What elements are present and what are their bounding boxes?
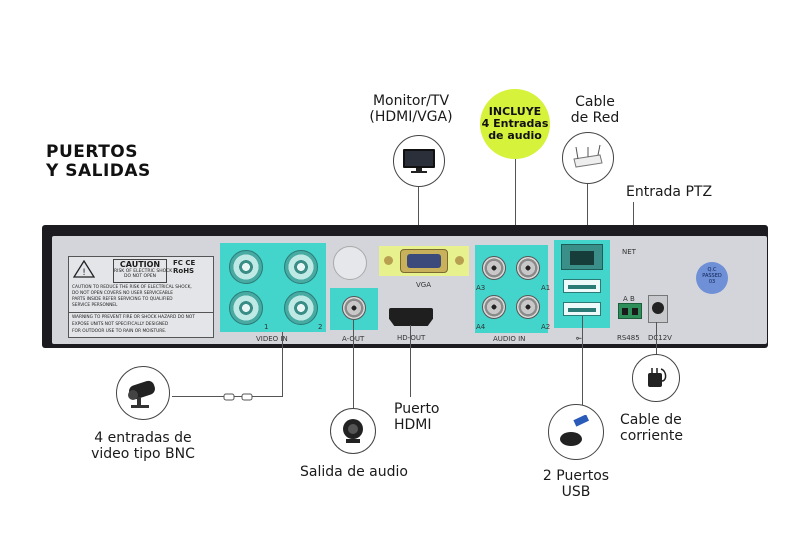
audio-num-a2: A2 bbox=[541, 323, 551, 331]
bnc-cable-icon bbox=[222, 390, 256, 402]
bnc-num-1: 1 bbox=[264, 323, 269, 331]
usb-mouse-icon bbox=[548, 404, 604, 460]
a-out-leader-line bbox=[353, 320, 354, 410]
audio-in-port-a2 bbox=[516, 295, 540, 319]
a-out-port bbox=[342, 296, 366, 320]
hdmi-port bbox=[389, 308, 433, 326]
audio-in-port-a3 bbox=[482, 256, 506, 280]
cable-red-leader-line bbox=[587, 184, 588, 244]
cert-marks: FC CE RoHS bbox=[173, 259, 196, 275]
hdmi-leader-line bbox=[410, 325, 411, 397]
dc-jack bbox=[648, 295, 668, 323]
blank-port bbox=[333, 246, 367, 280]
monitor-label: Monitor/TV (HDMI/VGA) bbox=[369, 93, 453, 125]
bnc-port-3 bbox=[229, 291, 263, 325]
vga-label: VGA bbox=[416, 281, 432, 289]
page-title: PUERTOS Y SALIDAS bbox=[46, 142, 151, 181]
usb-leader-line bbox=[582, 316, 583, 408]
bnc-port-1 bbox=[229, 250, 263, 284]
badge-leader-line bbox=[515, 159, 516, 245]
bnc-port-2 bbox=[284, 250, 318, 284]
power-adapter-icon bbox=[632, 354, 680, 402]
caution-body: CAUTION TO REDUCE THE RISK OF ELECTRICAL… bbox=[72, 285, 192, 308]
dc12v-label: DC12V bbox=[648, 334, 672, 342]
audio-in-port-a4 bbox=[482, 295, 506, 319]
rs485-label: RS485 bbox=[617, 334, 640, 342]
warning-body: WARNING TO PREVENT FIRE OR SHOCK HAZARD … bbox=[72, 315, 195, 334]
caution-title: CAUTION bbox=[119, 260, 161, 269]
video-bnc-label: 4 entradas de video tipo BNC bbox=[91, 430, 195, 462]
ab-marks: A B bbox=[623, 295, 635, 303]
router-icon bbox=[562, 132, 614, 184]
salida-audio-label: Salida de audio bbox=[300, 464, 408, 480]
puerto-hdmi-label: Puerto HDMI bbox=[394, 401, 440, 433]
monitor-leader-line bbox=[418, 187, 419, 237]
video-in-label: VIDEO IN bbox=[256, 335, 288, 343]
vga-screw-right bbox=[455, 256, 464, 265]
camera-icon bbox=[116, 366, 170, 420]
audio-num-a4: A4 bbox=[476, 323, 486, 331]
audio-in-label: AUDIO IN bbox=[493, 335, 526, 343]
rs485-terminal bbox=[618, 303, 642, 319]
ethernet-port bbox=[561, 244, 603, 270]
dc-leader-line bbox=[656, 322, 657, 356]
tv-icon bbox=[393, 135, 445, 187]
bnc-port-4 bbox=[284, 291, 318, 325]
hd-out-label: HD-OUT bbox=[397, 334, 426, 342]
usb-port-1 bbox=[563, 279, 601, 293]
audio-inputs-badge: INCLUYE 4 Entradas de audio bbox=[480, 89, 550, 159]
audio-num-a1: A1 bbox=[541, 284, 551, 292]
qc-sticker: Q.C PASSED 03 bbox=[696, 262, 728, 294]
bnc-num-2: 2 bbox=[318, 323, 323, 331]
warning-icon: ! bbox=[72, 259, 97, 280]
caution-label: ! CAUTION RISK OF ELECTRIC SHOCK DO NOT … bbox=[68, 256, 214, 338]
usb-port-2 bbox=[563, 302, 601, 316]
vga-port bbox=[400, 249, 448, 273]
vga-screw-left bbox=[384, 256, 393, 265]
cable-red-label: Cable de Red bbox=[570, 94, 620, 126]
audio-num-a3: A3 bbox=[476, 284, 486, 292]
svg-text:!: ! bbox=[82, 268, 86, 278]
entrada-ptz-label: Entrada PTZ bbox=[626, 184, 713, 200]
usb-label: 2 Puertos USB bbox=[542, 468, 610, 500]
net-label: NET bbox=[622, 248, 636, 256]
cable-corriente-label: Cable de corriente bbox=[620, 412, 684, 444]
speaker-icon bbox=[330, 408, 376, 454]
audio-in-port-a1 bbox=[516, 256, 540, 280]
bnc-leader-vertical bbox=[282, 332, 283, 396]
usb-symbol: ⟜ bbox=[576, 334, 582, 342]
